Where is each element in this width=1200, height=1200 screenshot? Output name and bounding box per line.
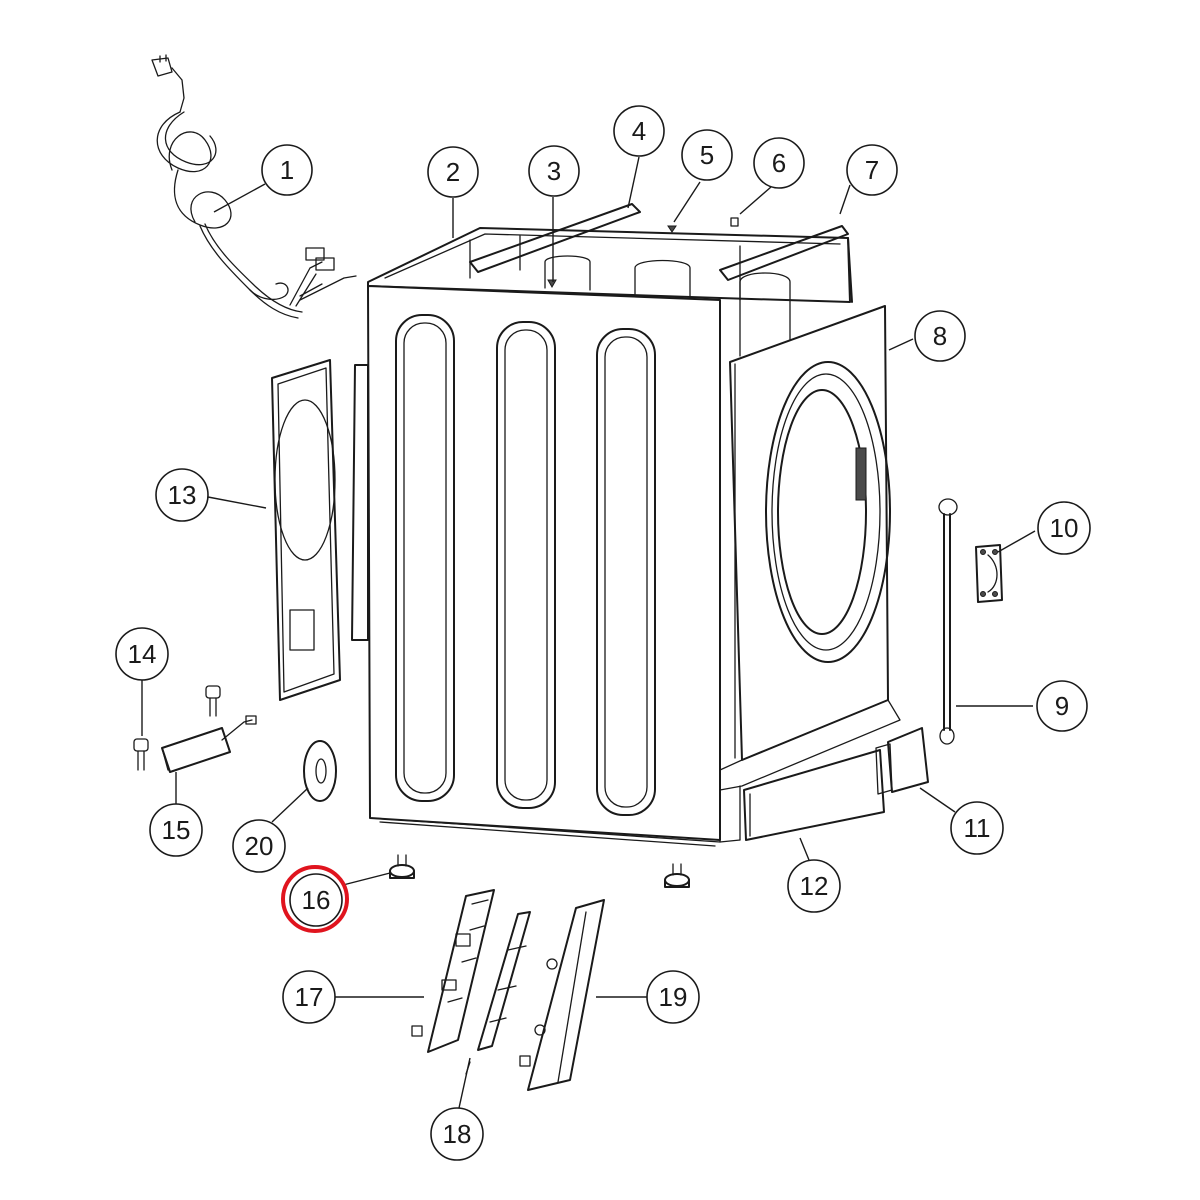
callout-label: 15	[162, 815, 191, 845]
callout-label: 4	[632, 116, 646, 146]
callout-label: 1	[280, 155, 294, 185]
washer-part	[303, 740, 337, 802]
callout-label: 16	[302, 885, 331, 915]
callout-11: 11	[950, 801, 1004, 855]
callout-4: 4	[613, 105, 665, 157]
callout-20: 20	[232, 819, 286, 873]
callout-7: 7	[846, 144, 898, 196]
front-panel-part	[719, 305, 901, 843]
screw-part	[133, 685, 221, 771]
cabinet-part	[351, 203, 853, 847]
callout-label: 3	[547, 156, 561, 186]
callout-17: 17	[282, 970, 336, 1024]
callout-9: 9	[1036, 680, 1088, 732]
control-panel-part	[519, 899, 605, 1091]
callout-label: 14	[128, 639, 157, 669]
power-cord-part	[151, 54, 357, 319]
leader-lines	[141, 156, 1036, 1109]
callout-18: 18	[430, 1107, 484, 1161]
kick-plate-part	[743, 749, 885, 841]
callout-1: 1	[261, 144, 313, 196]
callout-6: 6	[753, 137, 805, 189]
callout-label: 11	[964, 813, 991, 843]
rod-part	[938, 498, 958, 745]
control-board-part	[411, 889, 495, 1053]
rear-panel-part	[271, 359, 341, 701]
callout-label: 5	[700, 140, 714, 170]
callout-label: 20	[245, 831, 274, 861]
callout-label: 19	[659, 982, 688, 1012]
callout-12: 12	[787, 859, 841, 913]
callout-15: 15	[149, 803, 203, 857]
callout-5: 5	[681, 129, 733, 181]
callout-label: 17	[295, 982, 324, 1012]
callout-13: 13	[155, 468, 209, 522]
callout-10: 10	[1037, 501, 1091, 555]
callout-label: 6	[772, 148, 786, 178]
callout-16: 16	[281, 865, 349, 933]
callout-label: 2	[446, 157, 460, 187]
callout-8: 8	[914, 310, 966, 362]
callout-2: 2	[427, 146, 479, 198]
highlight-ring	[281, 865, 349, 933]
callout-label: 8	[933, 321, 947, 351]
callout-3: 3	[528, 145, 580, 197]
filter-cover-part	[875, 727, 929, 795]
callout-14: 14	[115, 627, 169, 681]
callout-label: 10	[1050, 513, 1079, 543]
callout-label: 9	[1055, 691, 1069, 721]
bracket-part	[975, 544, 1003, 603]
interference-filter-part	[161, 715, 257, 773]
callout-label: 12	[800, 871, 829, 901]
foot-part	[389, 854, 690, 888]
callout-label: 7	[865, 155, 879, 185]
callout-label: 18	[443, 1119, 472, 1149]
control-frame-part	[465, 911, 531, 1075]
callout-19: 19	[646, 970, 700, 1024]
callout-label: 13	[168, 480, 197, 510]
